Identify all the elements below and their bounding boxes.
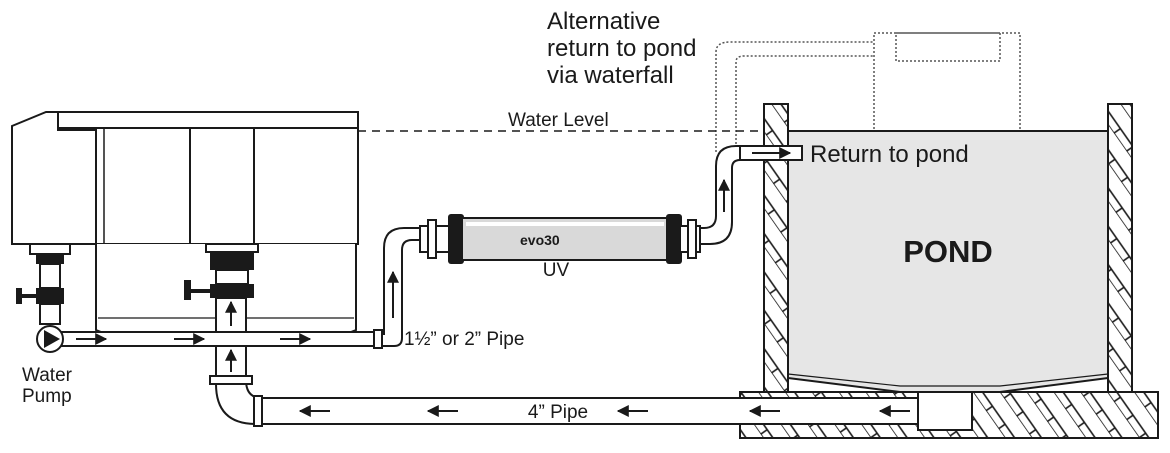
water-level-label: Water Level (508, 110, 609, 131)
pump-icon (36, 325, 64, 353)
pond-label: POND (903, 234, 993, 269)
uv-brand-label: evo30 (520, 232, 560, 248)
alternative-label-line3: via waterfall (547, 62, 674, 89)
arrow-icon (76, 270, 399, 345)
pipe-return: Return to pond (699, 141, 969, 245)
valve-body-left (36, 288, 64, 304)
middle-outlet (184, 243, 259, 300)
pond-drain-fitting (917, 391, 973, 431)
pipe-vertical-middle (215, 297, 247, 377)
alternative-label-line1: Alternative (547, 8, 660, 35)
pump-label-line1: Water (22, 365, 73, 386)
filter-chamber-left (11, 111, 97, 245)
pond-wall-right (1107, 103, 1133, 393)
alternative-return-label: Alternative return to pond via waterfall (547, 8, 696, 89)
left-outlet (16, 243, 71, 325)
pump-label-line2: Pump (22, 386, 72, 407)
uv-label: UV (543, 260, 570, 281)
alternative-label-line2: return to pond (547, 35, 696, 62)
valve-body-middle (210, 284, 254, 298)
pipe-small: 1½” or 2” Pipe (59, 227, 524, 350)
uv-unit: evo30 UV (419, 214, 701, 281)
filter-chamber-main (95, 127, 359, 245)
pipe-4-inch-label: 4” Pipe (528, 402, 588, 423)
arrow-icon (718, 147, 792, 212)
valve-handle-icon (16, 288, 36, 304)
pipe-4-inch: 4” Pipe (209, 297, 973, 431)
return-to-pond-label: Return to pond (810, 141, 969, 168)
valve-handle-icon (184, 280, 210, 300)
pipe-small-label: 1½” or 2” Pipe (404, 329, 524, 350)
